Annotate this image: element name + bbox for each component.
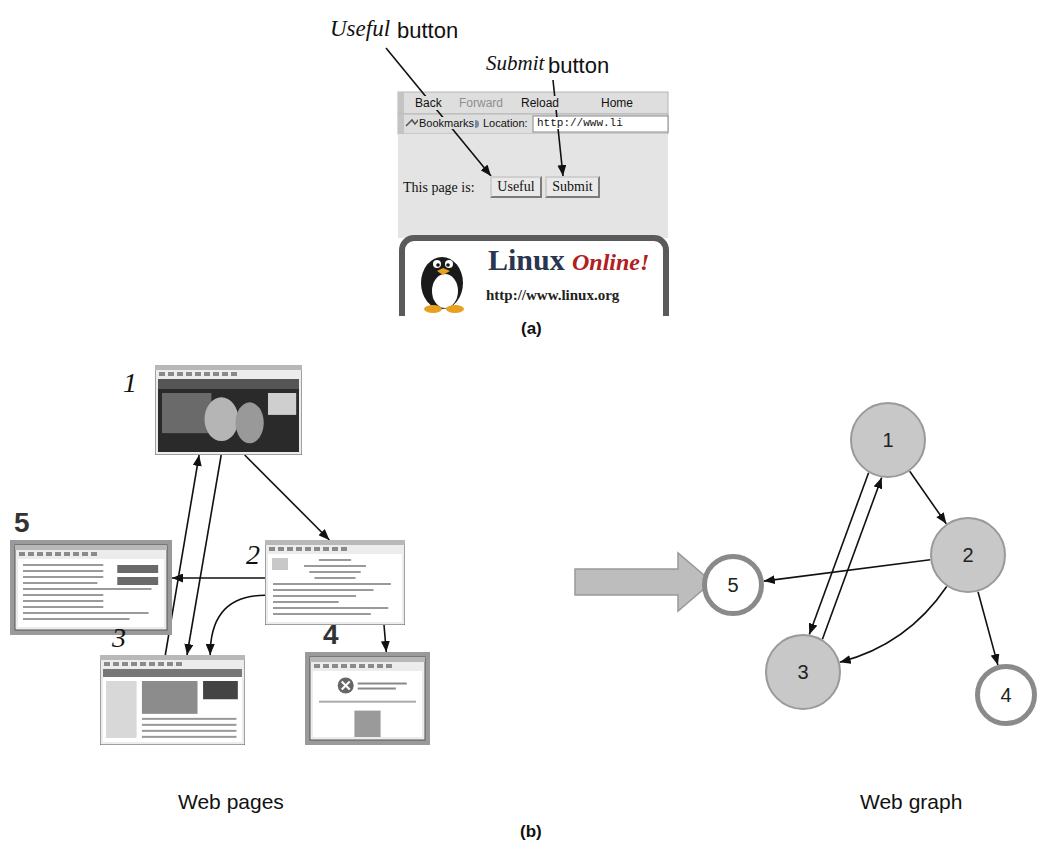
link-arrow (384, 625, 386, 652)
node-number: 1 (882, 429, 893, 452)
graph-node: 4 (975, 664, 1037, 726)
page-number: 1 (123, 367, 137, 399)
page-screenshot (305, 652, 430, 745)
toolbar-button: Forward (458, 96, 504, 110)
toolbar-button: Back (414, 96, 443, 110)
node-number: 4 (1000, 684, 1011, 707)
toolbar-item: Bookmarks (418, 117, 475, 129)
callout-label: button (397, 18, 458, 44)
url-text: http://www.li (536, 117, 624, 129)
link-arrow (172, 577, 265, 579)
logo-url: http://www.linux.org (486, 287, 619, 304)
button-text: Useful (497, 179, 534, 195)
page-number: 2 (246, 539, 260, 571)
caption-label: Web graph (860, 790, 962, 814)
graph-node: 5 (702, 554, 764, 616)
node-number: 2 (962, 544, 973, 567)
callout-label: button (548, 53, 609, 79)
panel-label: (b) (520, 822, 542, 842)
link-arrow (978, 592, 998, 665)
graph-node: 1 (850, 402, 926, 478)
link-arrow (910, 471, 947, 524)
web-page: 5 (10, 540, 172, 635)
link-arrow (210, 595, 265, 655)
toolbar-button: Home (600, 96, 634, 110)
logo-text: Online! (572, 249, 649, 276)
page-screenshot (265, 540, 405, 625)
panel-label: (a) (521, 319, 542, 339)
graph-node: 3 (765, 634, 841, 710)
callout-label: Submit (486, 51, 544, 76)
form-button: Submit (545, 176, 600, 198)
page-screenshot (100, 655, 245, 745)
caption-label: Web pages (178, 790, 284, 814)
logo-text: Linux (488, 243, 565, 277)
link-arrow (245, 455, 330, 540)
page-text: This page is: (402, 180, 476, 196)
web-page: 2 (265, 540, 405, 625)
penguin-logo (421, 257, 464, 313)
graph-node: 2 (930, 517, 1006, 593)
toolbar-item: Location: (482, 117, 529, 129)
web-page: 1 (155, 365, 302, 455)
callout-label: Useful (330, 16, 390, 42)
form-button: Useful (490, 176, 542, 198)
button-text: Submit (552, 179, 592, 195)
page-screenshot (155, 365, 302, 455)
link-arrow (809, 473, 868, 635)
web-page: 3 (100, 655, 245, 745)
link-arrow (764, 560, 931, 581)
link-arrow (187, 455, 221, 655)
page-number: 5 (14, 507, 30, 539)
page-number: 3 (112, 622, 126, 654)
web-page: 4 (305, 652, 430, 745)
node-number: 5 (727, 574, 738, 597)
transform-arrow (575, 553, 712, 611)
browser-screenshot (398, 92, 668, 338)
link-arrow (840, 587, 947, 663)
toolbar-button: Reload (520, 96, 560, 110)
page-number: 4 (323, 619, 339, 651)
page-screenshot (10, 540, 172, 635)
leader-line (386, 48, 563, 176)
link-arrow (822, 478, 881, 640)
node-number: 3 (797, 661, 808, 684)
